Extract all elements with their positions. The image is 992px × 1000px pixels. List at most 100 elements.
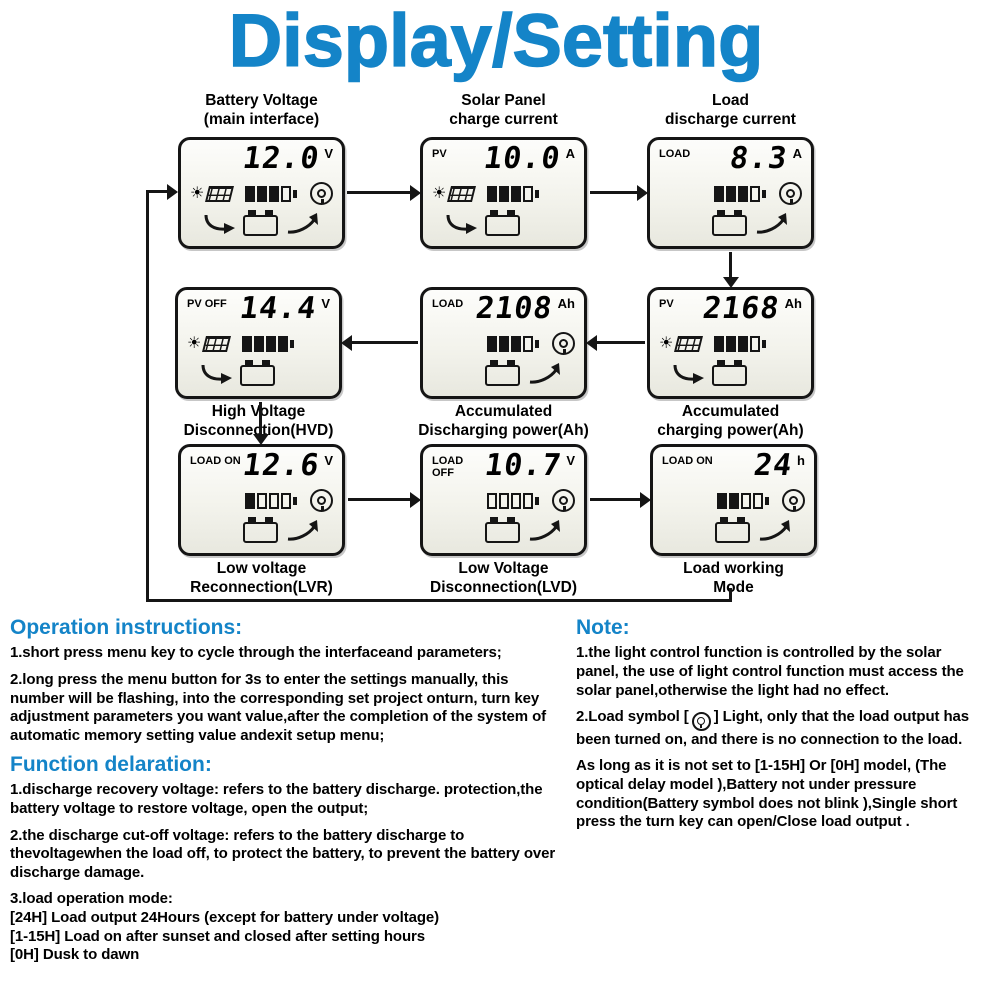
load-bulb-icon [552,489,575,513]
bulb-filament [317,189,326,204]
bulb-filament [559,339,568,354]
pv-to-battery-arrow [446,214,477,234]
function-paragraph-3: 3.load operation mode: [10,890,173,908]
battery-bar [278,335,288,352]
lcd-value: 14.4 [237,291,319,327]
battery-bar [714,335,724,352]
solar-panel-icon [674,335,704,352]
battery-bar [269,492,279,509]
flow-arrow [597,341,645,345]
flow-arrow [347,191,410,195]
flow-arrow [590,498,640,502]
sun-icon: ☀ [432,184,447,202]
battery-bar [281,492,291,509]
screen-caption-load-working-mode: Load working Mode [683,560,784,596]
flow-arrow [146,190,167,194]
lcd-screen-load-working-mode: LOAD ON 24 h ☀ [650,444,817,557]
battery-bar [726,335,736,352]
lcd-readout: LOAD ON 12.6 V [190,448,333,487]
battery-bar [499,335,509,352]
battery-to-load-arrow [287,212,318,234]
load-mode-24h: [24H] Load output 24Hours (except for ba… [10,908,440,926]
battery-bar [499,492,509,509]
note-column: Note: 1.the light control function is co… [576,616,982,964]
screen-caption-load-discharge-current: Load discharge current [665,92,796,128]
solar-panel-group: ☀ [190,185,237,202]
flow-arrow [259,402,262,435]
battery-bar [750,335,760,352]
battery-icon [485,516,520,543]
pv-to-battery-arrow [204,214,235,234]
battery-bar [242,335,252,352]
battery-bar-nub [293,189,297,198]
screen-caption-battery-voltage: Battery Voltage (main interface) [203,92,320,128]
battery-icon [715,516,750,543]
flow-loop-line [146,192,149,603]
battery-to-load-arrow [529,362,560,384]
lcd-flow-row [659,357,802,390]
load-bulb-icon [691,711,711,731]
load-bulb-icon [310,182,333,206]
lcd-readout: LOAD 2108 Ah [432,291,575,330]
lcd-icon-row: ☀ [187,330,330,357]
lcd-readout: LOAD OFF 10.7 V [432,448,575,487]
battery-bar [523,185,533,202]
battery-icon [712,209,747,236]
lcd-screen-battery-voltage: 12.0 V ☀ [178,137,345,250]
battery-bar [511,335,521,352]
lcd-screen-solar-charge-current: PV 10.0 A ☀ [420,137,587,250]
lcd-value: 12.6 [240,448,322,484]
lcd-readout: PV 10.0 A [432,141,575,180]
battery-bar [281,185,291,202]
lcd-value: 24 [751,448,795,484]
lcd-icon-row: ☀ [659,330,802,357]
lcd-flow-row [432,514,575,547]
lcd-status-label: LOAD OFF [432,455,464,480]
solar-panel-icon [205,185,235,202]
pv-to-battery-arrow [201,364,232,384]
battery-bar [499,185,509,202]
operation-instructions-heading: Operation instructions: [10,616,243,640]
sun-icon: ☀ [659,334,674,352]
lcd-status-label: PV OFF [187,298,227,311]
lcd-status-label: LOAD ON [662,455,713,468]
pv-to-battery-arrow [673,364,704,384]
solar-panel-group: ☀ [187,335,234,352]
lcd-readout: PV 2168 Ah [659,291,802,330]
battery-bar [523,335,533,352]
battery-level-gauge [242,335,294,352]
lcd-screen-accumulated-charging-power: PV 2168 Ah ☀ [647,287,814,400]
lcd-unit: A [792,146,802,162]
battery-bar [269,185,279,202]
load-bulb-icon [310,489,333,513]
battery-to-load-arrow [529,519,560,541]
bulb-filament [559,496,568,511]
lcd-value: 2168 [701,291,783,327]
lcd-unit: V [321,296,330,312]
battery-bar [714,185,724,202]
lcd-status-label: LOAD ON [190,455,241,468]
lcd-icon-row: ☀ [662,487,805,514]
battery-bar-nub [535,496,539,505]
lcd-status-label: PV [659,298,674,311]
function-paragraph-2: 2.the discharge cut-off voltage: refers … [10,826,556,881]
lcd-value: 12.0 [240,141,322,177]
flow-arrow [348,498,410,502]
lcd-screen-low-voltage-disconnection: LOAD OFF 10.7 V ☀ [420,444,587,557]
battery-bar [257,492,267,509]
battery-bar [245,492,255,509]
function-paragraph-1: 1.discharge recovery voltage: refers to … [10,781,543,817]
battery-to-load-arrow [756,212,787,234]
battery-bar [266,335,276,352]
lcd-value: 2108 [474,291,556,327]
battery-bar [726,185,736,202]
solar-panel-icon [447,185,477,202]
lcd-flow-row [190,514,333,547]
lcd-icon-row: ☀ [190,180,333,207]
lcd-flow-row [432,357,575,390]
battery-level-gauge [245,492,297,509]
battery-level-gauge [487,492,539,509]
battery-to-load-arrow [759,519,790,541]
lcd-icon-row: ☀ [432,330,575,357]
battery-bar-nub [535,339,539,348]
